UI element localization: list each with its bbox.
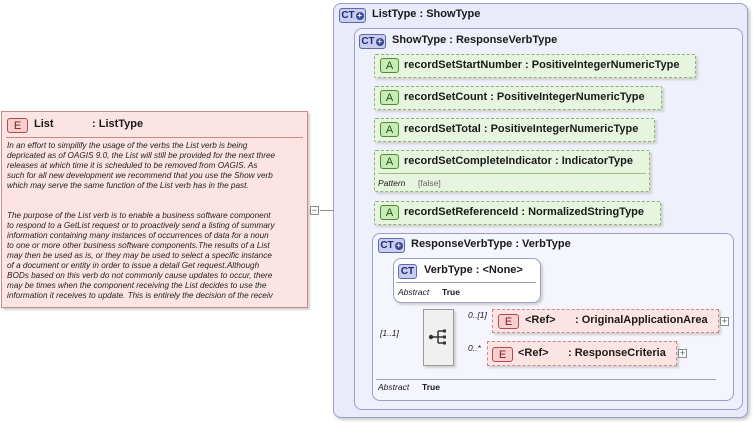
attribute-record-set-start-number[interactable]: [374, 54, 696, 78]
attribute-icon: A: [380, 154, 399, 169]
expand-toggle[interactable]: +: [678, 348, 687, 358]
pattern-value: [false]: [418, 178, 441, 188]
list-element-name: List: [34, 118, 54, 130]
responseverbtype-title: ResponseVerbType : VerbType: [411, 238, 571, 250]
divider: [378, 173, 646, 174]
attribute-label: recordSetStartNumber : PositiveIntegerNu…: [404, 59, 680, 71]
abstract-value: True: [442, 287, 460, 297]
element-icon: E: [492, 347, 513, 362]
attribute-record-set-total[interactable]: [374, 118, 655, 142]
abstract-label: Abstract: [398, 287, 430, 297]
element-icon: E: [7, 118, 28, 133]
complex-type-icon: CT+: [378, 238, 405, 253]
divider: [6, 137, 303, 138]
divider: [376, 379, 716, 380]
verbtype-title: VerbType : <None>: [424, 264, 523, 276]
attribute-label: recordSetTotal : PositiveIntegerNumericT…: [404, 123, 639, 135]
divider: [396, 282, 536, 283]
element-name: : ResponseCriteria: [568, 347, 666, 359]
listtype-title: ListType : ShowType: [372, 8, 481, 20]
complex-type-icon: CT+: [359, 34, 386, 49]
complex-type-icon: CT: [398, 264, 417, 279]
element-ref: <Ref>: [525, 314, 556, 326]
cardinality-label: 0..*: [468, 343, 481, 353]
element-original-application-area[interactable]: [492, 309, 719, 333]
attribute-label: recordSetCount : PositiveIntegerNumericT…: [404, 91, 645, 103]
element-icon: E: [498, 314, 519, 329]
element-name: : OriginalApplicationArea: [575, 314, 708, 326]
element-ref: <Ref>: [518, 347, 549, 359]
attribute-label: recordSetCompleteIndicator : IndicatorTy…: [404, 155, 634, 167]
attribute-record-set-complete-indicator[interactable]: [374, 150, 650, 192]
cardinality-label: 0..[1]: [468, 310, 487, 320]
sequence-cardinality: [1..1]: [380, 328, 399, 338]
connector-line: [320, 210, 334, 211]
sequence-icon: [428, 329, 446, 345]
abstract-value: True: [422, 382, 440, 392]
element-response-criteria[interactable]: [487, 341, 677, 366]
sequence-compositor[interactable]: [423, 309, 454, 366]
attribute-label: recordSetReferenceId : NormalizedStringT…: [404, 206, 645, 218]
documentation-paragraph: The purpose of the List verb is to enabl…: [7, 211, 275, 300]
attribute-icon: A: [380, 205, 399, 220]
attribute-record-set-count[interactable]: [374, 86, 662, 110]
attribute-icon: A: [380, 122, 399, 137]
attribute-record-set-reference-id[interactable]: [374, 201, 661, 225]
expand-toggle[interactable]: +: [720, 316, 729, 326]
showtype-title: ShowType : ResponseVerbType: [392, 34, 558, 46]
verbtype-complex-type[interactable]: [393, 258, 541, 303]
documentation-paragraph: In an effort to simpilify the usage of t…: [7, 141, 276, 190]
list-element-box[interactable]: E List : ListType In an effort to simpil…: [1, 111, 308, 308]
pattern-label: Pattern: [378, 178, 406, 188]
abstract-label: Abstract: [378, 382, 410, 392]
list-element-type: : ListType: [92, 118, 144, 130]
complex-type-icon: CT+: [339, 8, 366, 23]
collapse-toggle[interactable]: −: [310, 205, 319, 215]
attribute-icon: A: [380, 90, 399, 105]
attribute-icon: A: [380, 58, 399, 73]
